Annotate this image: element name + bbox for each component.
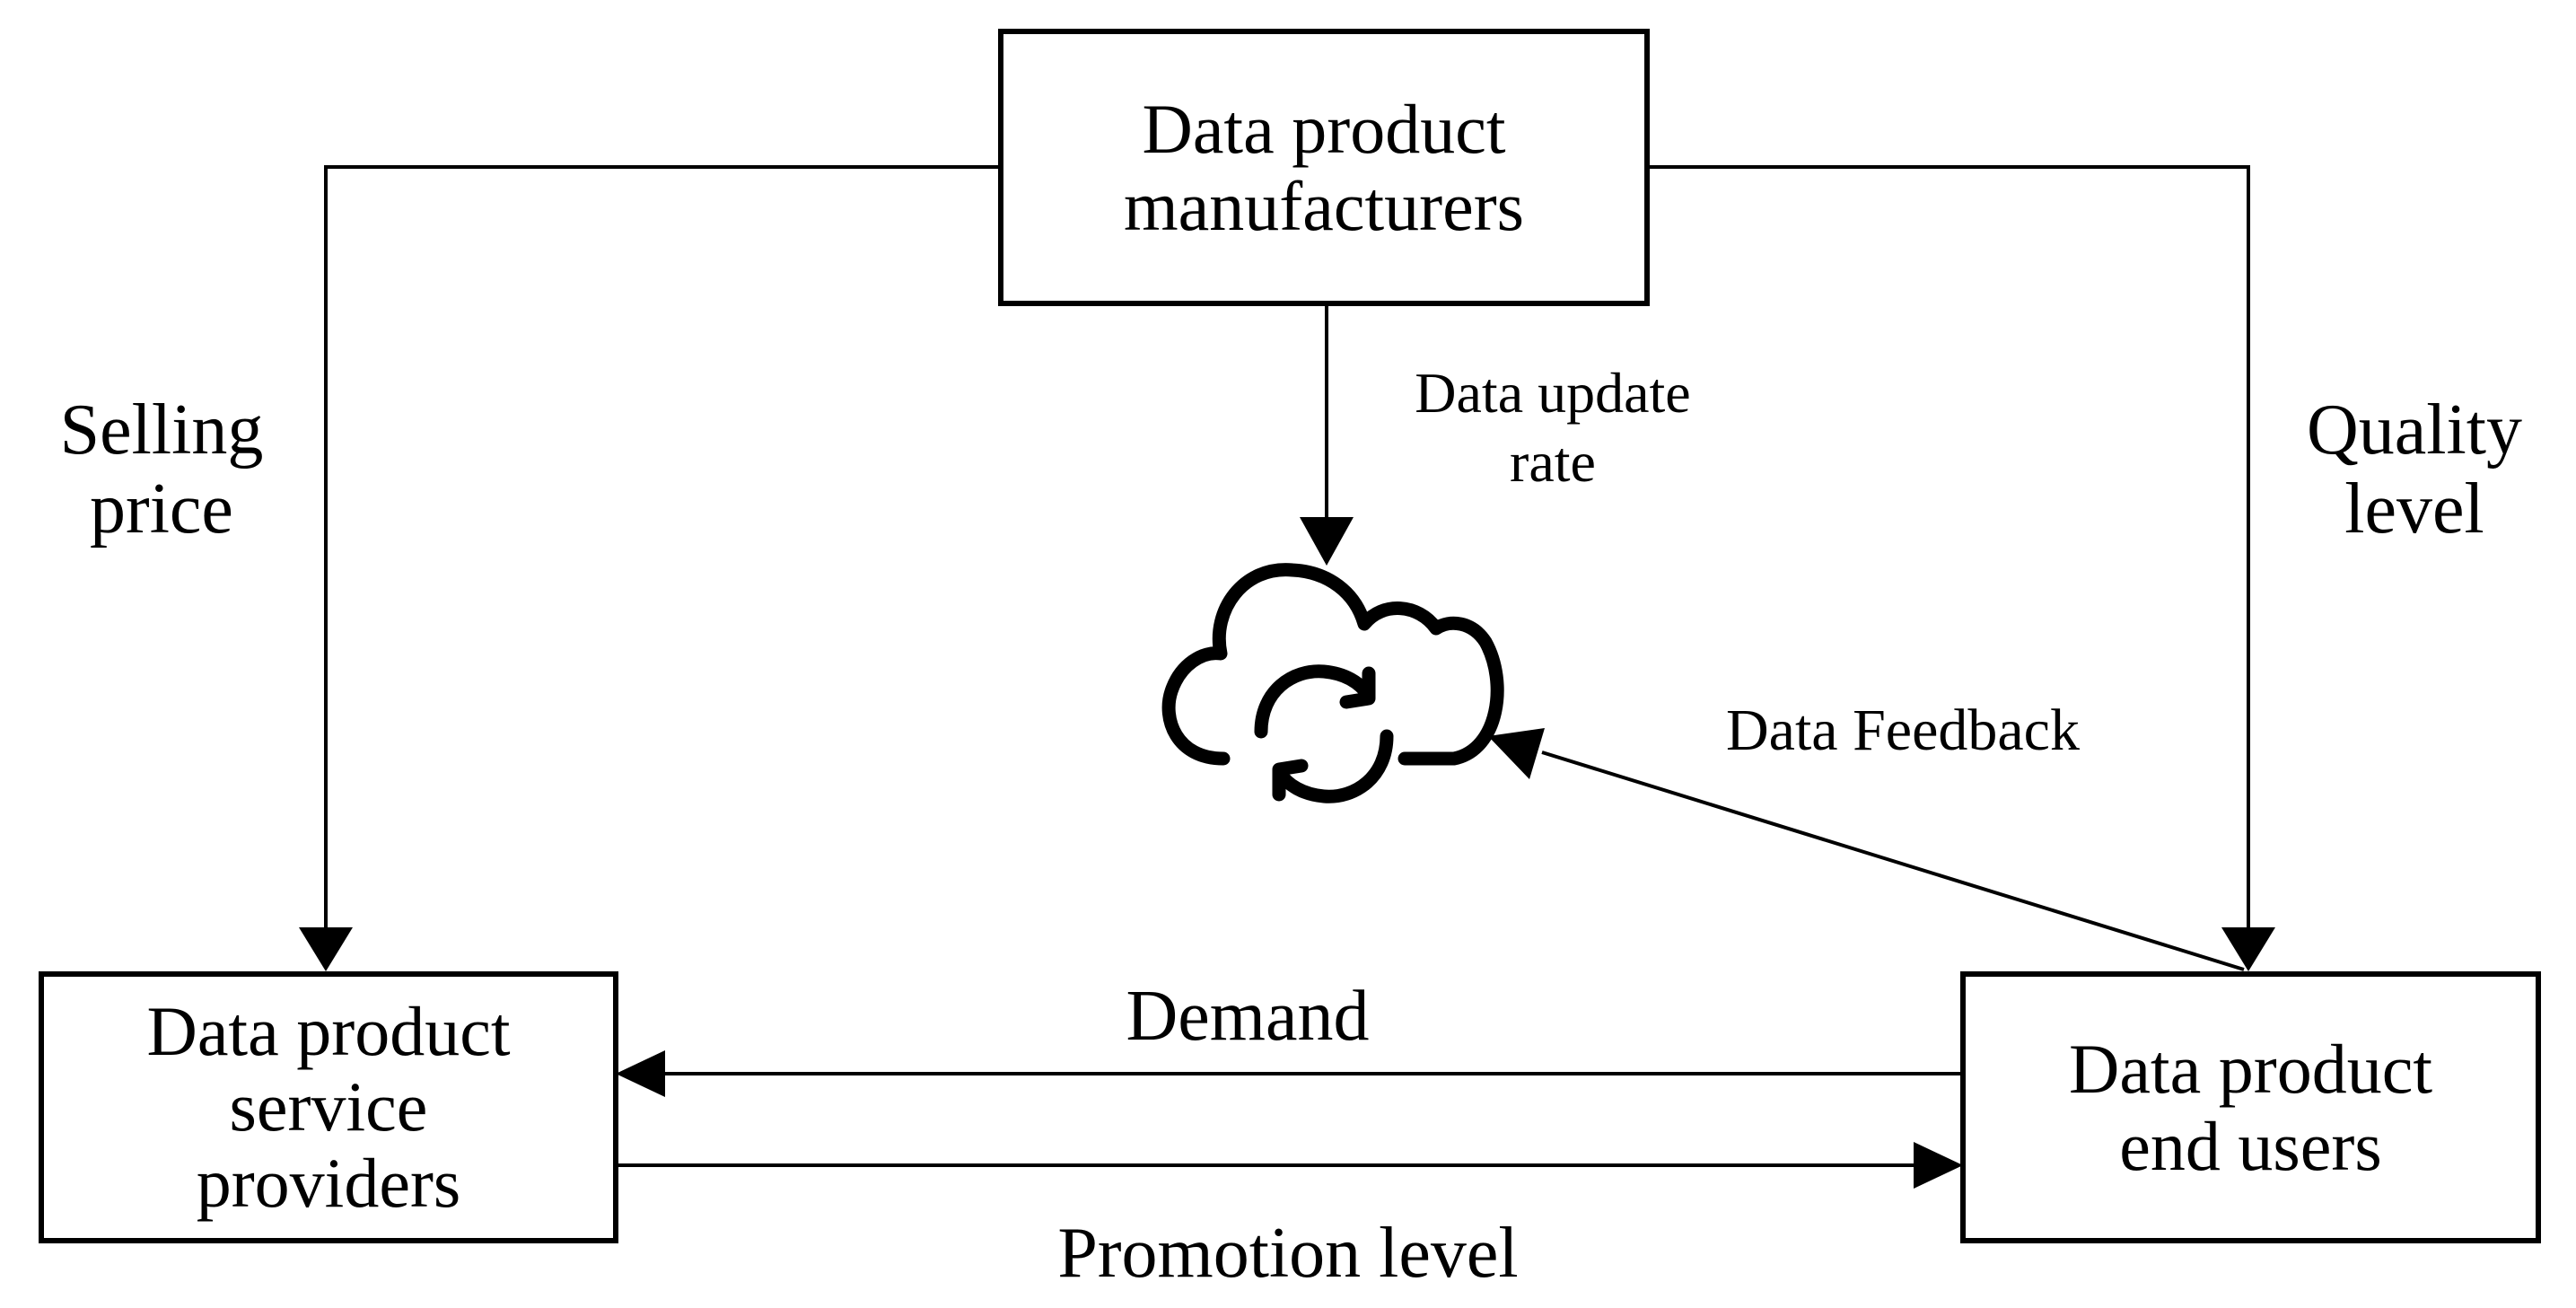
data-update-rate-line-1: Data update [1415,361,1691,425]
demand-label: Demand [1023,977,1472,1056]
quality-level-arrow [1647,165,2250,927]
data-feedback-arrow [1541,751,2245,971]
service-providers-box [39,971,618,1243]
cloud-sync-icon [1161,563,1504,803]
service-providers-label: Data product service providers [41,974,616,1241]
end-users-box [1960,971,2541,1243]
data-update-rate-line-2: rate [1510,429,1596,494]
quality-level-arrowhead [2221,927,2275,971]
selling-price-arrowhead [299,927,353,971]
service-providers-line-3: providers [196,1143,461,1222]
data-feedback-text: Data Feedback [1726,698,2080,763]
data-feedback-arrowhead [1488,728,1545,779]
data-update-rate-label: Data update rate [1355,359,1750,497]
demand-text: Demand [1126,977,1370,1056]
promotion-level-arrowhead [1914,1142,1963,1189]
quality-level-label: Quality level [2266,391,2563,549]
quality-level-line-2: level [2344,470,2484,549]
manufacturers-box [998,29,1650,306]
quality-level-line-1: Quality [2307,391,2522,470]
service-providers-line-1: Data product [146,992,511,1071]
promotion-level-label: Promotion level [929,1214,1647,1293]
manufacturers-line-1: Data product [1142,89,1506,168]
demand-arrowhead [616,1050,665,1097]
end-users-label: Data product end users [1963,974,2538,1241]
end-users-line-2: end users [2119,1106,2382,1185]
selling-price-line-2: price [90,470,233,549]
manufacturers-label: Data product manufacturers [1001,31,1647,303]
promotion-level-text: Promotion level [1057,1214,1519,1293]
selling-price-line-1: Selling [59,391,264,470]
selling-price-arrow [324,165,1001,927]
manufacturers-line-2: manufacturers [1123,166,1525,245]
data-feedback-label: Data Feedback [1669,698,2136,764]
service-providers-line-2: service [229,1067,428,1146]
end-users-line-1: Data product [2068,1029,2432,1108]
selling-price-label: Selling price [18,391,305,549]
data-update-rate-arrowhead [1300,517,1354,566]
